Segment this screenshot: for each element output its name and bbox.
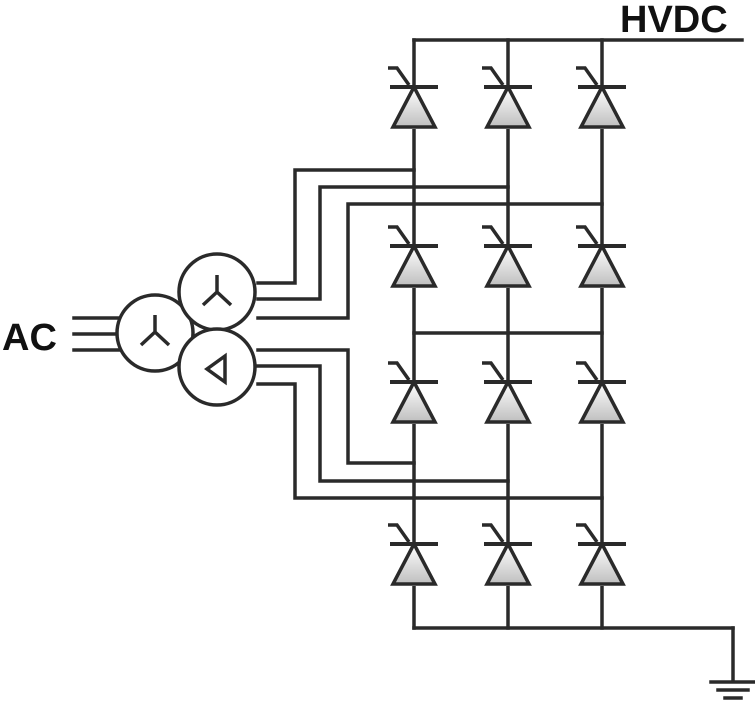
thyristor-icon <box>576 225 626 288</box>
thyristor-icon <box>576 66 626 129</box>
ac-input-lines <box>72 316 124 352</box>
transformer <box>115 252 257 407</box>
thyristor-icon <box>482 225 532 288</box>
lower-bridge-ac-feeds <box>256 348 604 500</box>
wye-symbol-secondary <box>201 275 233 307</box>
thyristor-icon <box>482 523 532 586</box>
thyristor-icon <box>482 361 532 424</box>
thyristor-icon <box>388 361 438 424</box>
thyristor-icon <box>388 225 438 288</box>
thyristor-icon <box>576 523 626 586</box>
ground-icon <box>709 680 755 700</box>
thyristor-icon <box>482 66 532 129</box>
ac-label: AC <box>2 317 57 359</box>
wye-symbol-primary <box>139 315 171 347</box>
secondary-delta-winding <box>177 327 257 407</box>
upper-bridge-ac-feeds <box>256 168 604 320</box>
thyristor-array <box>388 66 626 586</box>
thyristor-icon <box>388 66 438 129</box>
dc-bus-negative <box>412 626 735 683</box>
hvdc-label: HVDC <box>620 0 728 41</box>
thyristor-icon <box>576 361 626 424</box>
thyristor-icon <box>388 523 438 586</box>
delta-symbol-secondary <box>204 352 227 386</box>
